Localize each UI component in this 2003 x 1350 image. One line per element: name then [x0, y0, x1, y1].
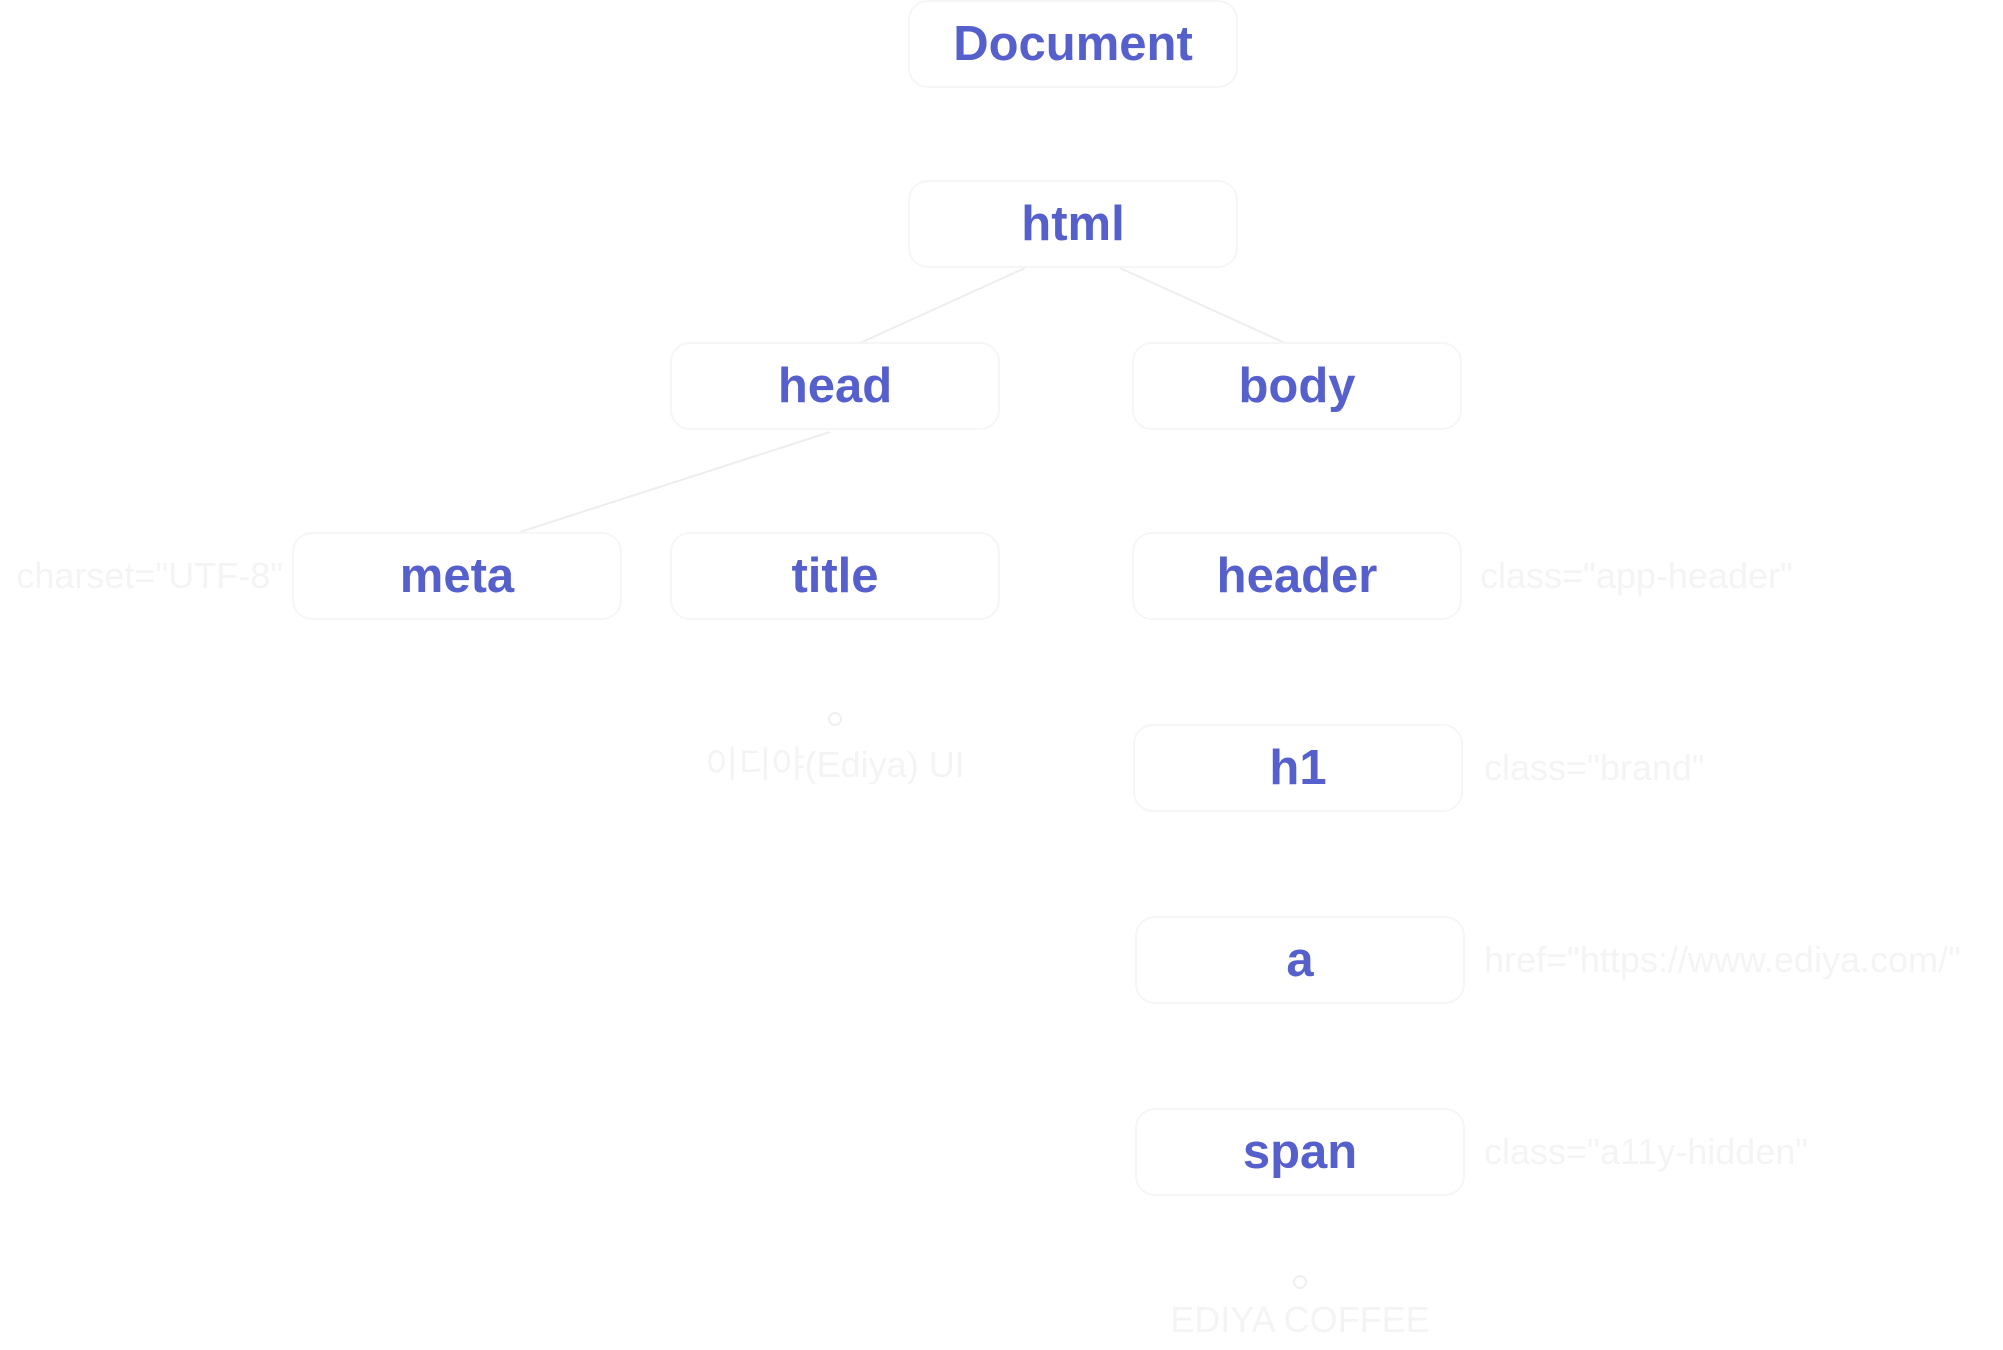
edge-head-meta	[519, 431, 831, 533]
header-attribute: class="app-header"	[1480, 555, 1793, 596]
node-meta-label: meta	[399, 549, 515, 603]
node-h1-label: h1	[1269, 741, 1327, 795]
node-document: Document	[908, 0, 1238, 88]
node-document-label: Document	[953, 17, 1193, 71]
span-text-node: EDIYA COFFEE	[1100, 1275, 1500, 1341]
node-span-label: span	[1242, 1125, 1358, 1179]
node-html-label: html	[1021, 197, 1125, 251]
span-text-value: EDIYA COFFEE	[1170, 1299, 1430, 1340]
node-body-label: body	[1238, 359, 1356, 413]
node-body: body	[1132, 342, 1462, 430]
meta-attribute: charset="UTF-8"	[16, 555, 283, 596]
node-title: title	[670, 532, 1000, 620]
title-text-value: 이디야(Ediya) UI	[705, 744, 965, 785]
h1-attribute: class="brand"	[1484, 747, 1705, 788]
node-head-label: head	[777, 359, 893, 413]
node-title-label: title	[791, 549, 879, 603]
node-meta: meta	[292, 532, 622, 620]
text-node-dot-icon	[828, 712, 842, 726]
a-attribute: href="https://www.ediya.com/"	[1484, 939, 1961, 980]
node-a-label: a	[1286, 933, 1314, 987]
edge-html-body	[1119, 267, 1286, 344]
edge-html-head	[859, 267, 1026, 344]
node-head: head	[670, 342, 1000, 430]
node-html: html	[908, 180, 1238, 268]
span-attribute: class="a11y-hidden"	[1484, 1131, 1809, 1172]
node-a: a	[1135, 916, 1465, 1004]
node-span: span	[1135, 1108, 1465, 1196]
text-node-dot-icon	[1293, 1275, 1307, 1289]
node-h1: h1	[1133, 724, 1463, 812]
node-header-label: header	[1216, 549, 1378, 603]
node-header: header	[1132, 532, 1462, 620]
title-text-node: 이디야(Ediya) UI	[635, 712, 1035, 788]
